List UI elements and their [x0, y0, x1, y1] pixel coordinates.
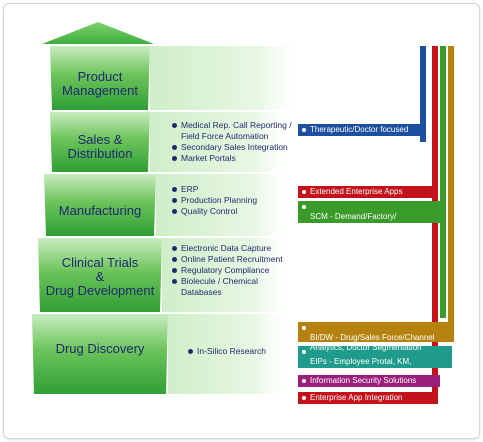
solution-label: Extended Enterprise Apps	[310, 187, 403, 196]
stage-panel-manufacturing	[156, 174, 296, 236]
stage-panel-sales-distribution	[150, 112, 298, 172]
pyramid-roof	[42, 22, 154, 44]
connector-eips	[298, 346, 452, 368]
stage-block-clinical-trials	[38, 238, 162, 312]
solution-label: Enterprise App Integration	[310, 393, 403, 402]
connector-scm	[298, 201, 446, 223]
solution-label: BI/DW - Drug/Sales Force/Channel Analyti…	[310, 333, 435, 352]
stage-block-product-management	[50, 46, 150, 110]
stage-label-drug-discovery: Drug Discovery	[55, 341, 145, 356]
connector-infosec	[298, 375, 440, 387]
list-item: Quality Control	[172, 206, 292, 217]
list-item: Market Portals	[172, 153, 296, 164]
stage-block-drug-discovery	[32, 314, 168, 394]
stage-label-product-management: Product Management	[62, 69, 138, 98]
stage-block-manufacturing	[44, 174, 156, 236]
connector-therapeutic	[298, 124, 426, 136]
stage-block-sales-distribution	[50, 112, 150, 172]
stage-panel-clinical-trials	[162, 238, 294, 312]
list-item: Online Patient Recruitment	[172, 254, 290, 265]
stage-panel-drug-discovery	[168, 314, 292, 394]
solution-label: SCM - Demand/Factory/ Replenishment Plan	[310, 212, 397, 231]
solution-extended-enterprise: Extended Enterprise Apps	[298, 187, 436, 198]
list-item: Secondary Sales Integration	[172, 142, 296, 153]
list-item: Medical Rep. Call Reporting / Field Forc…	[172, 120, 296, 142]
list-item: In-Silico Research	[188, 346, 288, 357]
bullet-icon	[302, 190, 306, 194]
bullet-icon	[302, 205, 306, 209]
list-item: Production Planning	[172, 195, 292, 206]
clinical-trials-items: Electronic Data Capture Online Patient R…	[172, 243, 290, 298]
olive-bar	[448, 46, 454, 330]
solution-scm: SCM - Demand/Factory/ Replenishment Plan	[298, 202, 444, 231]
list-item: Electronic Data Capture	[172, 243, 290, 254]
solution-bidw: BI/DW - Drug/Sales Force/Channel Analyti…	[298, 323, 454, 352]
blue-bar	[420, 46, 426, 142]
stage-label-manufacturing: Manufacturing	[58, 203, 142, 218]
connector-eai	[298, 392, 438, 404]
connector-bidw	[298, 322, 454, 342]
list-item: Biolecule / Chemical Databases	[172, 276, 290, 298]
bullet-icon	[302, 379, 306, 383]
bullet-icon	[302, 128, 306, 132]
drug-discovery-items: In-Silico Research	[188, 346, 288, 357]
solution-eai: Enterprise App Integration	[298, 393, 436, 404]
solution-eips: EIPs - Employee Protal, KM, Workflow, DM	[298, 347, 450, 376]
list-item: Regulatory Compliance	[172, 265, 290, 276]
stage-label-clinical-trials: Clinical Trials & Drug Development	[45, 255, 155, 298]
solution-label: EIPs - Employee Protal, KM, Workflow, DM	[310, 357, 412, 376]
bullet-icon	[302, 350, 306, 354]
manufacturing-items: ERP Production Planning Quality Control	[172, 184, 292, 217]
solution-therapeutic: Therapeutic/Doctor focused	[298, 125, 418, 136]
stage-panel-product-management	[150, 46, 306, 110]
solution-infosec: Information Security Solutions	[298, 376, 438, 387]
solution-label: Information Security Solutions	[310, 376, 417, 385]
sales-distribution-items: Medical Rep. Call Reporting / Field Forc…	[172, 120, 296, 164]
green-bar	[440, 46, 446, 318]
bullet-icon	[302, 396, 306, 400]
stage-label-sales-distribution: Sales & Distribution	[67, 132, 133, 161]
solution-label: Therapeutic/Doctor focused	[310, 125, 409, 134]
connector-extended	[298, 186, 438, 198]
bullet-icon	[302, 326, 306, 330]
list-item: ERP	[172, 184, 292, 195]
